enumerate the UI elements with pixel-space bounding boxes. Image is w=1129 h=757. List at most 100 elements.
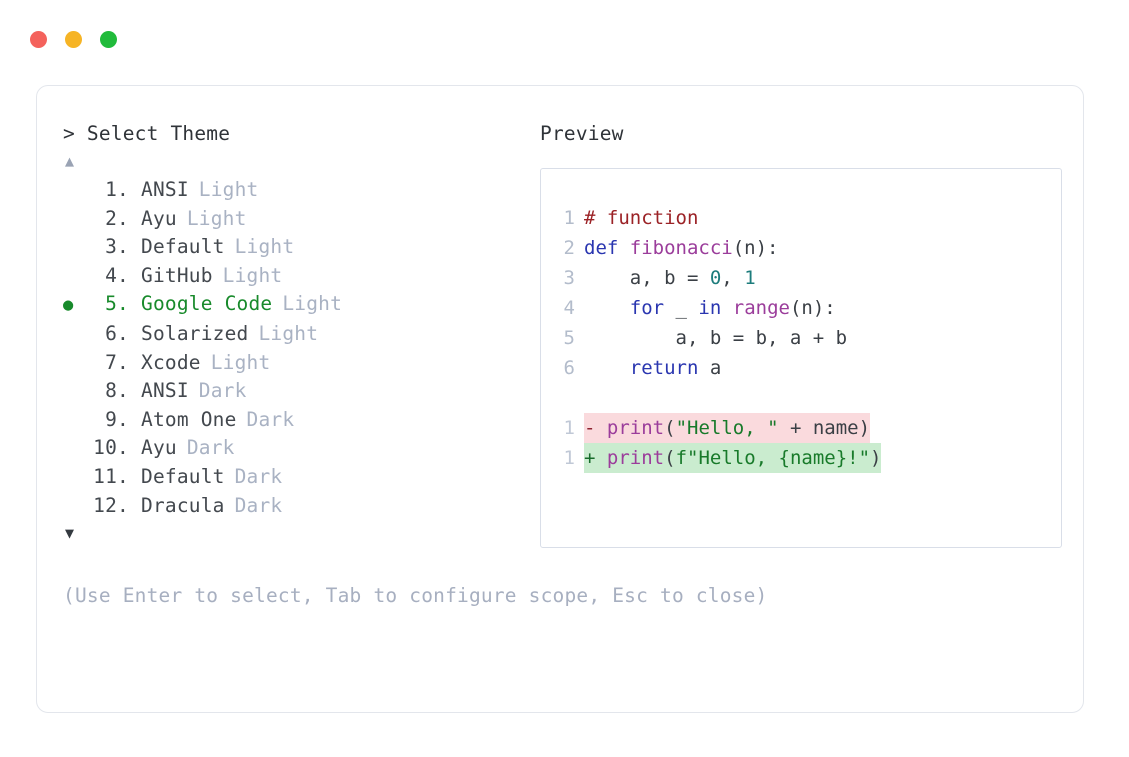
theme-item-index: 7. <box>105 350 129 374</box>
line-number: 6 <box>563 357 575 379</box>
close-window-button[interactable] <box>30 31 47 48</box>
code-token: (n): <box>789 297 836 319</box>
theme-item-variant: Dark <box>186 436 235 460</box>
theme-item-index: 1. <box>105 178 129 201</box>
theme-item-name: ANSI <box>141 379 189 403</box>
diff-line-add: 1 + print(f"Hello, {name}!") <box>541 443 1061 473</box>
theme-item-name: Ayu <box>141 436 177 460</box>
code-token: a <box>698 357 722 379</box>
code-token: print <box>606 417 665 439</box>
theme-item-name: Dracula <box>141 493 225 517</box>
code-line: 3 a, b = 0, 1 <box>541 263 1061 293</box>
code-line: 5 a, b = b, a + b <box>541 323 1061 353</box>
code-token: 1 <box>744 267 756 289</box>
minimize-window-button[interactable] <box>65 31 82 48</box>
theme-list-item[interactable]: 10. Ayu Dark <box>63 434 533 463</box>
code-token: 0 <box>709 267 722 289</box>
code-token: in <box>698 297 722 319</box>
theme-item-variant: Light <box>258 321 319 345</box>
code-token <box>721 297 732 319</box>
theme-list-item[interactable]: 9. Atom One Dark <box>63 406 533 435</box>
theme-item-index: 10. <box>93 436 129 460</box>
diff-line-del: 1- print("Hello, " + name) <box>541 413 1061 443</box>
spacer <box>595 447 606 469</box>
spacer <box>541 383 1061 413</box>
code-token: ( <box>664 447 676 469</box>
theme-item-index: 9. <box>105 407 129 431</box>
code-line-text: a, b = 0, 1 <box>584 263 756 293</box>
theme-item-index: 3. <box>105 235 129 259</box>
theme-item-index: 6. <box>105 321 129 345</box>
code-token: ( <box>664 417 676 439</box>
maximize-window-button[interactable] <box>100 31 117 48</box>
window-controls <box>30 31 117 48</box>
code-token: , <box>721 267 745 289</box>
theme-item-variant: Dark <box>198 379 247 403</box>
line-number: 5 <box>563 327 575 349</box>
prompt-row: > Select Theme <box>63 120 533 148</box>
code-token: def <box>584 237 630 259</box>
diff-sign: - <box>584 417 596 439</box>
theme-item-variant: Dark <box>246 407 295 431</box>
scroll-down-icon[interactable]: ▼ <box>65 524 75 543</box>
theme-item-name: Default <box>141 235 225 259</box>
code-line: 6 return a <box>541 353 1061 383</box>
page-title: Select Theme <box>86 122 231 145</box>
theme-item-name: Ayu <box>141 206 177 230</box>
scroll-up-icon[interactable]: ▲ <box>65 152 75 170</box>
preview-label: Preview <box>540 122 624 145</box>
code-token: range <box>732 297 790 319</box>
theme-item-name: Atom One <box>141 407 237 431</box>
theme-item-index: 11. <box>93 464 129 488</box>
code-token: _ <box>664 297 699 319</box>
code-line-text: return a <box>584 353 722 383</box>
theme-item-variant: Dark <box>234 464 283 488</box>
code-token <box>584 297 630 319</box>
line-number: 4 <box>563 297 575 319</box>
theme-item-variant: Light <box>210 350 271 374</box>
selected-marker-icon: ● <box>63 295 74 316</box>
theme-item-name: ANSI <box>141 178 189 201</box>
prompt-caret-icon: > <box>63 122 75 145</box>
code-token: (n): <box>732 237 779 259</box>
code-token: print <box>606 447 665 469</box>
theme-item-variant: Light <box>234 235 295 259</box>
theme-list-item[interactable]: 2. Ayu Light <box>63 205 533 234</box>
spacer <box>595 417 606 439</box>
line-number: 1 <box>563 447 575 469</box>
theme-item-variant: Light <box>198 178 259 201</box>
code-line-text: a, b = b, a + b <box>584 323 848 353</box>
theme-item-variant: Light <box>186 206 247 230</box>
code-token: f"Hello, {name}!" <box>675 447 871 469</box>
theme-item-name: GitHub <box>141 263 213 287</box>
code-line: 4 for _ in range(n): <box>541 293 1061 323</box>
theme-item-variant: Dark <box>234 493 283 517</box>
code-line-text: def fibonacci(n): <box>584 233 778 263</box>
code-token: + name) <box>778 417 871 439</box>
code-token: # function <box>584 207 699 229</box>
code-line-text: # function <box>584 203 698 233</box>
diff-line-content: + print(f"Hello, {name}!") <box>584 443 882 473</box>
theme-list-item[interactable]: 1. ANSI Light <box>63 176 533 205</box>
theme-list-item[interactable]: 3. Default Light <box>63 233 533 262</box>
theme-item-variant: Light <box>282 292 343 316</box>
diff-block: 1- print("Hello, " + name) 1 + print(f"Hel… <box>541 413 1061 473</box>
code-token: a, b = <box>584 267 710 289</box>
theme-item-index: 2. <box>105 206 129 230</box>
code-line: 1# function <box>541 203 1061 233</box>
diff-line-content: - print("Hello, " + name) <box>584 413 871 443</box>
theme-item-name: Google Code <box>141 292 273 316</box>
code-token: fibonacci <box>629 237 733 259</box>
